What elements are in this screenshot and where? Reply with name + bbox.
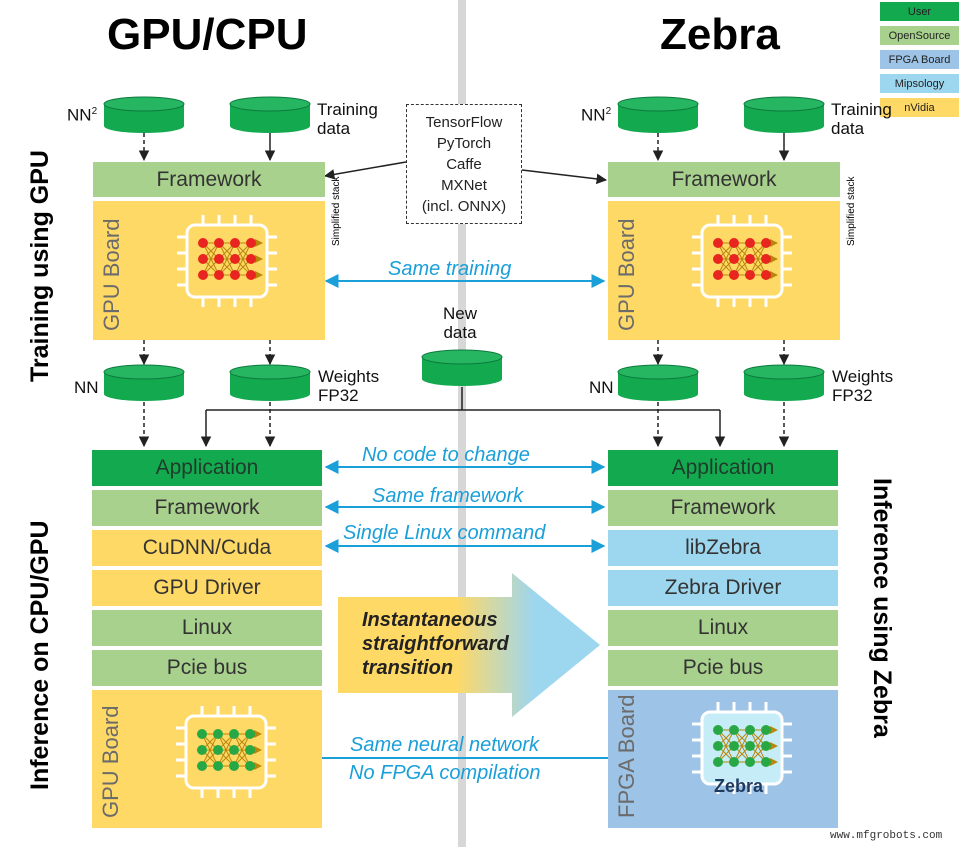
cylinder-weights-right — [743, 364, 825, 401]
right-libzebra: libZebra — [608, 530, 838, 566]
cylinder-training-data-right — [743, 96, 825, 133]
label-weights-right-2: FP32 — [832, 386, 873, 405]
right-fpga-board-label: FPGA Board — [614, 694, 639, 818]
cylinder-nn2-left — [103, 96, 185, 133]
label-weights-left: Weights FP32 — [318, 367, 379, 405]
training-gpu-board-right-label: GPU Board — [614, 218, 639, 332]
label-nn2-left-sup: 2 — [91, 106, 98, 117]
legend-item: OpenSource — [880, 26, 959, 45]
cylinder-new-data — [421, 349, 503, 386]
center-divider — [458, 0, 466, 847]
label-training-data-left: Training data — [317, 100, 378, 138]
text-no-code: No code to change — [362, 444, 530, 466]
label-weights-left-1: Weights — [318, 367, 380, 386]
neural-chip-icon — [692, 702, 792, 794]
neural-chip-icon — [176, 706, 276, 798]
left-framework: Framework — [92, 490, 322, 526]
label-new-data-2: data — [443, 323, 477, 342]
training-gpu-board-left: GPU Board — [93, 201, 325, 340]
label-training-data-left-2: data — [317, 119, 351, 138]
label-new-data-1: New — [443, 304, 478, 323]
transition-line-3: transition — [362, 657, 454, 679]
left-linux: Linux — [92, 610, 322, 646]
label-nn2-left-text: NN — [67, 105, 92, 125]
label-nn2-right-text: NN — [581, 105, 606, 125]
label-training-data-right-2: data — [831, 119, 865, 138]
zebra-chip-label: Zebra — [714, 776, 764, 796]
header-zebra: Zebra — [660, 10, 780, 59]
watermark: www.mfgrobots.com — [830, 830, 943, 842]
training-gpu-board-left-label: GPU Board — [99, 218, 124, 332]
text-same-nn: Same neural network — [350, 734, 539, 756]
label-training-data-right-1: Training — [831, 100, 892, 119]
label-weights-right: Weights FP32 — [832, 367, 893, 405]
left-gpu-driver: GPU Driver — [92, 570, 322, 606]
right-pcie: Pcie bus — [608, 650, 838, 686]
label-nn2-left: NN2 — [67, 102, 97, 125]
text-single-linux: Single Linux command — [343, 522, 546, 544]
label-nn2-right: NN2 — [581, 102, 611, 125]
right-fpga-board: FPGA Board Zebra — [608, 690, 838, 828]
neural-chip-icon — [692, 215, 792, 307]
right-zebra-driver: Zebra Driver — [608, 570, 838, 606]
cylinder-weights-left — [229, 364, 311, 401]
label-training-data-left-1: Training — [317, 100, 378, 119]
legend-item: FPGA Board — [880, 50, 959, 69]
framework-name: (incl. ONNX) — [421, 197, 507, 215]
training-framework-left: Framework — [93, 162, 325, 197]
right-framework: Framework — [608, 490, 838, 526]
label-nn-right: NN — [589, 378, 614, 397]
left-gpu-board-label: GPU Board — [98, 705, 123, 819]
chip-red-right — [688, 211, 798, 316]
label-nn-left: NN — [74, 378, 99, 397]
left-application: Application — [92, 450, 322, 486]
training-gpu-board-right: GPU Board — [608, 201, 840, 340]
framework-name: TensorFlow — [425, 113, 503, 131]
text-same-framework: Same framework — [372, 485, 524, 507]
label-nn2-right-sup: 2 — [605, 106, 612, 117]
legend-item: Mipsology — [880, 74, 959, 93]
new-data-distribution-line — [206, 387, 720, 411]
text-same-training: Same training — [388, 258, 512, 280]
neural-chip-icon — [177, 215, 277, 307]
transition-line-1: Instantaneous — [362, 609, 498, 631]
right-application: Application — [608, 450, 838, 486]
framework-name: PyTorch — [436, 134, 492, 152]
framework-name: Caffe — [446, 155, 482, 173]
arrow-frameworks-to-right — [521, 169, 608, 185]
label-new-data: New data — [443, 304, 477, 342]
label-weights-right-1: Weights — [832, 367, 894, 386]
cylinder-nn-left — [103, 364, 185, 401]
cylinder-training-data-left — [229, 96, 311, 133]
legend-item: User — [880, 2, 959, 21]
arrow-frameworks-to-left — [323, 161, 407, 180]
transition-line-2: straightforward — [362, 633, 509, 655]
chip-green-left — [172, 702, 282, 807]
left-pcie: Pcie bus — [92, 650, 322, 686]
cylinder-nn2-right — [617, 96, 699, 133]
training-framework-right: Framework — [608, 162, 840, 197]
right-linux: Linux — [608, 610, 838, 646]
label-training-data-right: Training data — [831, 100, 892, 138]
left-cudnn: CuDNN/Cuda — [92, 530, 322, 566]
header-gpu-cpu: GPU/CPU — [107, 10, 308, 59]
text-no-fpga: No FPGA compilation — [349, 762, 541, 784]
chip-zebra: Zebra — [688, 698, 798, 803]
legend-item: nVidia — [880, 98, 959, 117]
left-gpu-board: GPU Board — [92, 690, 322, 828]
chip-red-left — [173, 211, 283, 316]
transition-text: Instantaneous straightforward transition — [362, 608, 509, 680]
cylinder-nn-right — [617, 364, 699, 401]
framework-name: MXNet — [441, 176, 487, 194]
transition-arrow — [338, 573, 600, 717]
label-weights-left-2: FP32 — [318, 386, 359, 405]
